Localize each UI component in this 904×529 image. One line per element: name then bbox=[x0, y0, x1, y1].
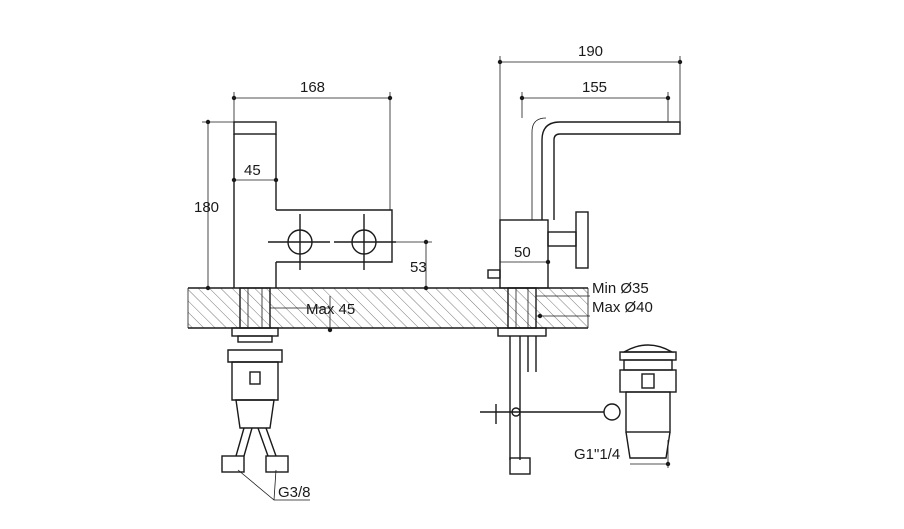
right-dimensions: 190 155 50 Min Ø35 Max Ø40 bbox=[497, 43, 683, 319]
dim-180-label: 180 bbox=[194, 199, 219, 216]
dim-max40-label: Max Ø40 bbox=[592, 299, 653, 316]
left-cross-handle bbox=[268, 214, 330, 270]
left-dimensions: 168 180 45 53 Max 45 G3/8 bbox=[194, 79, 432, 501]
dim-g38-label: G3/8 bbox=[278, 484, 311, 501]
dim-50-label: 50 bbox=[514, 244, 531, 261]
countertop-slab bbox=[187, 287, 589, 329]
right-cross-handle bbox=[334, 214, 396, 270]
dim-53-label: 53 bbox=[410, 259, 427, 276]
left-faucet-front-view bbox=[221, 121, 396, 473]
popup-waste-drain: G1"1/4 bbox=[574, 344, 677, 468]
dim-155-label: 155 bbox=[582, 79, 607, 96]
dim-190-label: 190 bbox=[578, 43, 603, 60]
right-faucet-side-view bbox=[480, 117, 681, 475]
dim-max45-label: Max 45 bbox=[306, 301, 355, 318]
dim-min35-label: Min Ø35 bbox=[592, 280, 649, 297]
dim-45-label: 45 bbox=[244, 162, 261, 179]
dim-g114-label: G1"1/4 bbox=[574, 446, 620, 463]
dim-168-label: 168 bbox=[300, 79, 325, 96]
